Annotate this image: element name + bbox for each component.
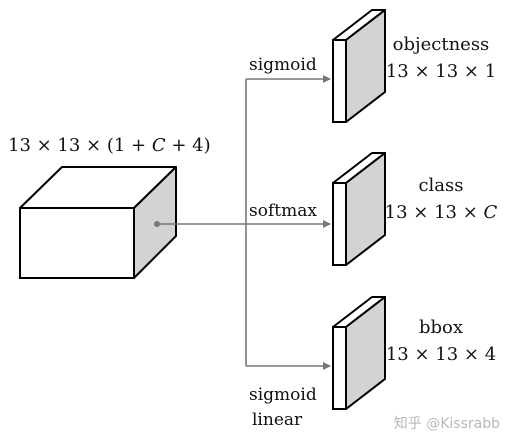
watermark-text: 知乎 @Kissrabb (394, 415, 500, 432)
output-bbox-shape: 13 × 13 × 4 (386, 344, 496, 365)
output-objectness-name: objectness (393, 34, 490, 55)
output-slab-objectness (332, 9, 386, 123)
activation-sigmoid-label: sigmoid (249, 55, 317, 75)
activation-linear-label-bbox: linear (252, 410, 303, 430)
input-box-front-face (19, 207, 135, 279)
slab-class-face (345, 152, 386, 266)
connectors (157, 75, 331, 370)
input-tensor-box (19, 166, 177, 279)
output-bbox-name: bbox (419, 317, 463, 338)
output-slab-bbox (332, 296, 386, 410)
slab-objectness-side (332, 39, 347, 123)
activation-sigmoid-label-bbox: sigmoid (249, 385, 317, 405)
activation-softmax-label: softmax (249, 201, 317, 221)
input-shape-label: 13 × 13 × (1 + C + 4) (8, 135, 211, 156)
slab-objectness-face (345, 9, 386, 123)
output-slab-class (332, 152, 386, 266)
output-objectness-shape: 13 × 13 × 1 (386, 61, 496, 82)
slab-bbox-face (345, 296, 386, 410)
output-class-name: class (418, 175, 463, 196)
trunk-origin-dot (154, 221, 160, 227)
slab-class-side (332, 182, 347, 266)
slab-bbox-side (332, 326, 347, 410)
output-class-shape: 13 × 13 × C (385, 202, 498, 223)
